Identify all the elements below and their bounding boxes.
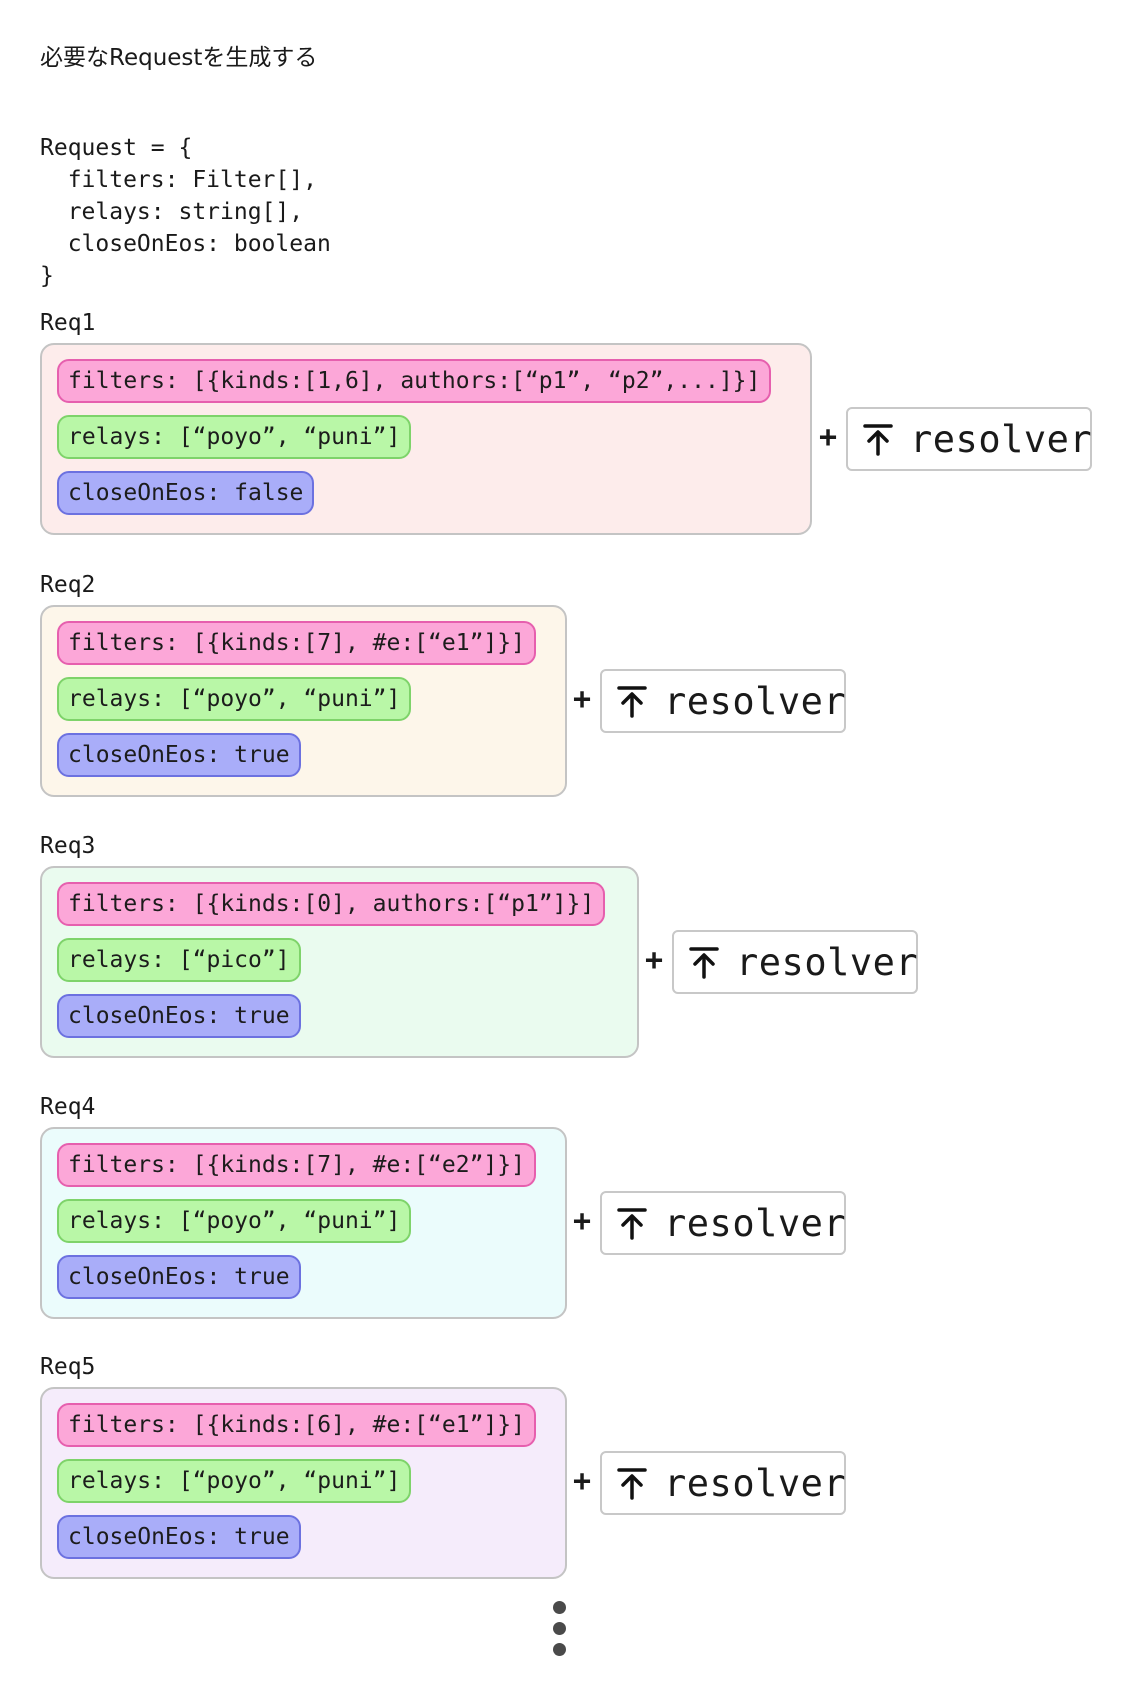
req1-filters-pill: filters: [{kinds:[1,6], authors:[“p1”, “… bbox=[57, 359, 772, 403]
plus-sign: + bbox=[818, 420, 838, 455]
req5-box: filters: [{kinds:[6], #e:[“e1”]}] relays… bbox=[40, 1387, 567, 1579]
request-type-code: Request = { filters: Filter[], relays: s… bbox=[40, 100, 331, 324]
ellipsis-dot bbox=[553, 1601, 566, 1614]
req4-resolver-button[interactable]: resolver bbox=[600, 1191, 846, 1255]
req1-label: Req1 bbox=[40, 310, 96, 336]
arrow-up-to-line-icon bbox=[863, 424, 893, 456]
req5-label: Req5 bbox=[40, 1354, 96, 1380]
req2-relays-pill: relays: [“poyo”, “puni”] bbox=[57, 677, 412, 721]
arrow-up-to-line-icon bbox=[617, 686, 647, 718]
req3-filters-pill: filters: [{kinds:[0], authors:[“p1”]}] bbox=[57, 882, 606, 926]
req1-resolver-button[interactable]: resolver bbox=[846, 407, 1092, 471]
code-line: } bbox=[40, 263, 54, 289]
req1-closeoneos-pill: closeOnEos: false bbox=[57, 471, 315, 515]
req3-resolver-button[interactable]: resolver bbox=[672, 930, 918, 994]
resolver-label: resolver bbox=[664, 1201, 847, 1245]
req3-closeoneos-pill: closeOnEos: true bbox=[57, 994, 301, 1038]
resolver-label: resolver bbox=[736, 940, 919, 984]
req4-filters-pill: filters: [{kinds:[7], #e:[“e2”]}] bbox=[57, 1143, 536, 1187]
code-line: Request = { bbox=[40, 135, 193, 161]
req5-closeoneos-pill: closeOnEos: true bbox=[57, 1515, 301, 1559]
req2-box: filters: [{kinds:[7], #e:[“e1”]}] relays… bbox=[40, 605, 567, 797]
page-heading: 必要なRequestを生成する bbox=[40, 45, 318, 71]
req5-resolver-button[interactable]: resolver bbox=[600, 1451, 846, 1515]
req4-closeoneos-pill: closeOnEos: true bbox=[57, 1255, 301, 1299]
code-line: relays: string[], bbox=[40, 199, 304, 225]
req2-closeoneos-pill: closeOnEos: true bbox=[57, 733, 301, 777]
resolver-label: resolver bbox=[664, 1461, 847, 1505]
arrow-up-to-line-icon bbox=[617, 1468, 647, 1500]
req3-label: Req3 bbox=[40, 833, 96, 859]
arrow-up-to-line-icon bbox=[689, 947, 719, 979]
resolver-label: resolver bbox=[664, 679, 847, 723]
plus-sign: + bbox=[644, 943, 664, 978]
req4-box: filters: [{kinds:[7], #e:[“e2”]}] relays… bbox=[40, 1127, 567, 1319]
req1-box: filters: [{kinds:[1,6], authors:[“p1”, “… bbox=[40, 343, 812, 535]
req3-box: filters: [{kinds:[0], authors:[“p1”]}] r… bbox=[40, 866, 639, 1058]
more-vertical-icon bbox=[553, 1601, 567, 1664]
req2-filters-pill: filters: [{kinds:[7], #e:[“e1”]}] bbox=[57, 621, 536, 665]
resolver-label: resolver bbox=[910, 417, 1093, 461]
plus-sign: + bbox=[572, 682, 592, 717]
plus-sign: + bbox=[572, 1204, 592, 1239]
plus-sign: + bbox=[572, 1464, 592, 1499]
code-line: filters: Filter[], bbox=[40, 167, 317, 193]
req1-relays-pill: relays: [“poyo”, “puni”] bbox=[57, 415, 412, 459]
req2-resolver-button[interactable]: resolver bbox=[600, 669, 846, 733]
req5-relays-pill: relays: [“poyo”, “puni”] bbox=[57, 1459, 412, 1503]
req3-relays-pill: relays: [“pico”] bbox=[57, 938, 301, 982]
ellipsis-dot bbox=[553, 1643, 566, 1656]
req2-label: Req2 bbox=[40, 572, 96, 598]
code-line: closeOnEos: boolean bbox=[40, 231, 331, 257]
req4-relays-pill: relays: [“poyo”, “puni”] bbox=[57, 1199, 412, 1243]
arrow-up-to-line-icon bbox=[617, 1208, 647, 1240]
req5-filters-pill: filters: [{kinds:[6], #e:[“e1”]}] bbox=[57, 1403, 536, 1447]
req4-label: Req4 bbox=[40, 1094, 96, 1120]
ellipsis-dot bbox=[553, 1622, 566, 1635]
